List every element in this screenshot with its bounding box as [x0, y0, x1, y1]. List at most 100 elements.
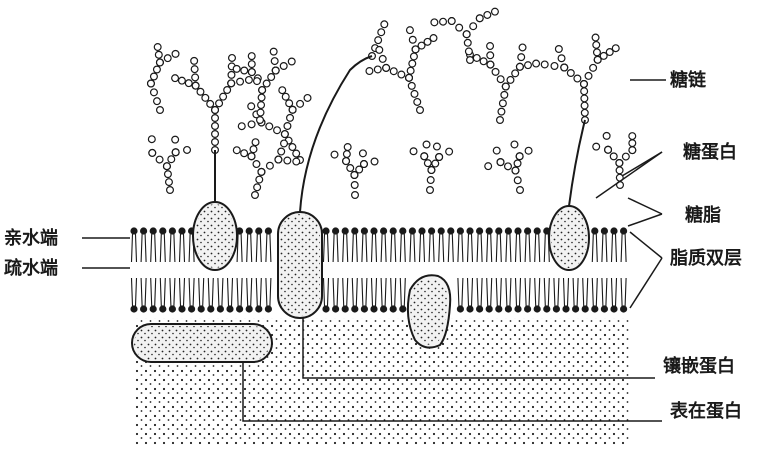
sugar-bead: [168, 156, 175, 163]
lipid-tail: [333, 234, 338, 262]
sugar-bead: [252, 192, 259, 199]
sugar-bead: [375, 37, 382, 44]
sugar-bead: [248, 103, 255, 110]
lipid-tail: [525, 234, 530, 262]
lipid-head: [438, 227, 445, 234]
sugar-bead: [278, 148, 285, 155]
lipid-head: [361, 227, 368, 234]
sugar-bead: [263, 80, 270, 87]
sugar-bead: [590, 64, 597, 71]
sugar-bead: [421, 153, 428, 160]
sugar-bead: [407, 27, 414, 34]
sugar-bead: [347, 165, 354, 172]
sugar-bead: [378, 29, 385, 36]
sugar-bead: [525, 147, 532, 154]
sugar-bead: [464, 39, 471, 46]
lipid-head: [409, 227, 416, 234]
sugar-bead: [212, 131, 219, 138]
lipid-head: [255, 227, 262, 234]
sugar-bead: [191, 66, 198, 73]
lower-lipid-leaflet: [130, 278, 627, 313]
lipid-head: [466, 305, 473, 312]
lipid-head: [236, 305, 243, 312]
sugar-bead: [293, 150, 300, 157]
lipid-tail: [381, 234, 386, 262]
sugar-bead: [172, 136, 179, 143]
sugar-bead: [284, 157, 291, 164]
sugar-bead: [502, 83, 509, 90]
lipid-head: [572, 305, 579, 312]
lipid-tail: [256, 234, 261, 262]
sugar-bead: [172, 75, 179, 82]
lipid-tail: [583, 278, 588, 306]
sugar-bead: [289, 144, 296, 151]
lipid-head: [169, 305, 176, 312]
lipid-tail: [372, 278, 377, 306]
sugar-bead: [154, 44, 161, 51]
lipid-head: [332, 227, 339, 234]
sugar-bead: [289, 106, 296, 113]
sugar-bead: [366, 68, 373, 75]
lipid-tail: [160, 234, 165, 262]
lipid-head: [351, 305, 358, 312]
sugar-bead: [184, 147, 191, 154]
sugar-bead: [281, 140, 288, 147]
lipid-tail: [391, 278, 396, 306]
sugar-bead: [248, 61, 255, 68]
sugar-bead: [612, 45, 619, 52]
lipid-tail: [256, 278, 261, 306]
sugar-bead: [434, 143, 441, 150]
lipid-head: [582, 305, 589, 312]
sugar-bead: [259, 87, 266, 94]
label-peripheral-protein: 表在蛋白: [670, 401, 742, 423]
lipid-tail: [170, 234, 175, 262]
label-sugar-chain: 糖链: [670, 70, 706, 92]
sugar-bead: [427, 177, 434, 184]
lipid-tail: [141, 234, 146, 262]
lipid-tail: [564, 278, 569, 306]
label-hydrophobic-end: 疏水端: [4, 258, 58, 280]
lipid-tail: [400, 234, 405, 262]
sugar-bead: [280, 63, 287, 70]
sugar-bead: [157, 59, 164, 66]
lipid-head: [255, 305, 262, 312]
sugar-bead: [216, 100, 223, 107]
sugar-bead: [622, 153, 629, 160]
sugar-bead: [517, 187, 524, 194]
sugar-bead: [233, 147, 240, 154]
sugar-bead: [487, 43, 494, 50]
sugar-bead: [492, 68, 499, 75]
sugar-bead: [166, 179, 173, 186]
sugar-bead: [252, 139, 259, 146]
lipid-head: [380, 305, 387, 312]
sugar-bead: [629, 133, 636, 140]
lipid-head: [342, 227, 349, 234]
lipid-head: [418, 227, 425, 234]
sugar-bead: [250, 146, 257, 153]
sugar-bead: [514, 160, 521, 167]
sugar-bead: [228, 71, 235, 78]
sugar-bead: [516, 153, 523, 160]
lipid-head: [390, 227, 397, 234]
sugar-bead: [411, 91, 418, 98]
sugar-bead: [497, 117, 504, 124]
lipid-tail: [151, 278, 156, 306]
sugar-bead: [248, 53, 255, 60]
sugar-bead: [331, 151, 338, 158]
sugar-bead: [498, 108, 505, 115]
sugar-bead: [592, 34, 599, 41]
sugar-bead: [248, 153, 255, 160]
sugar-bead: [581, 102, 588, 109]
sugar-bead: [467, 57, 474, 64]
lipid-tail: [420, 234, 425, 262]
sugar-bead: [154, 98, 161, 105]
lipid-head: [380, 227, 387, 234]
sugar-bead: [241, 150, 248, 157]
lipid-head: [265, 227, 272, 234]
sugar-bead: [446, 148, 453, 155]
lipid-tail: [535, 234, 540, 262]
lipid-tail: [151, 234, 156, 262]
sugar-bead: [288, 58, 295, 65]
sugar-bead: [228, 80, 235, 87]
sugar-bead: [238, 123, 245, 130]
